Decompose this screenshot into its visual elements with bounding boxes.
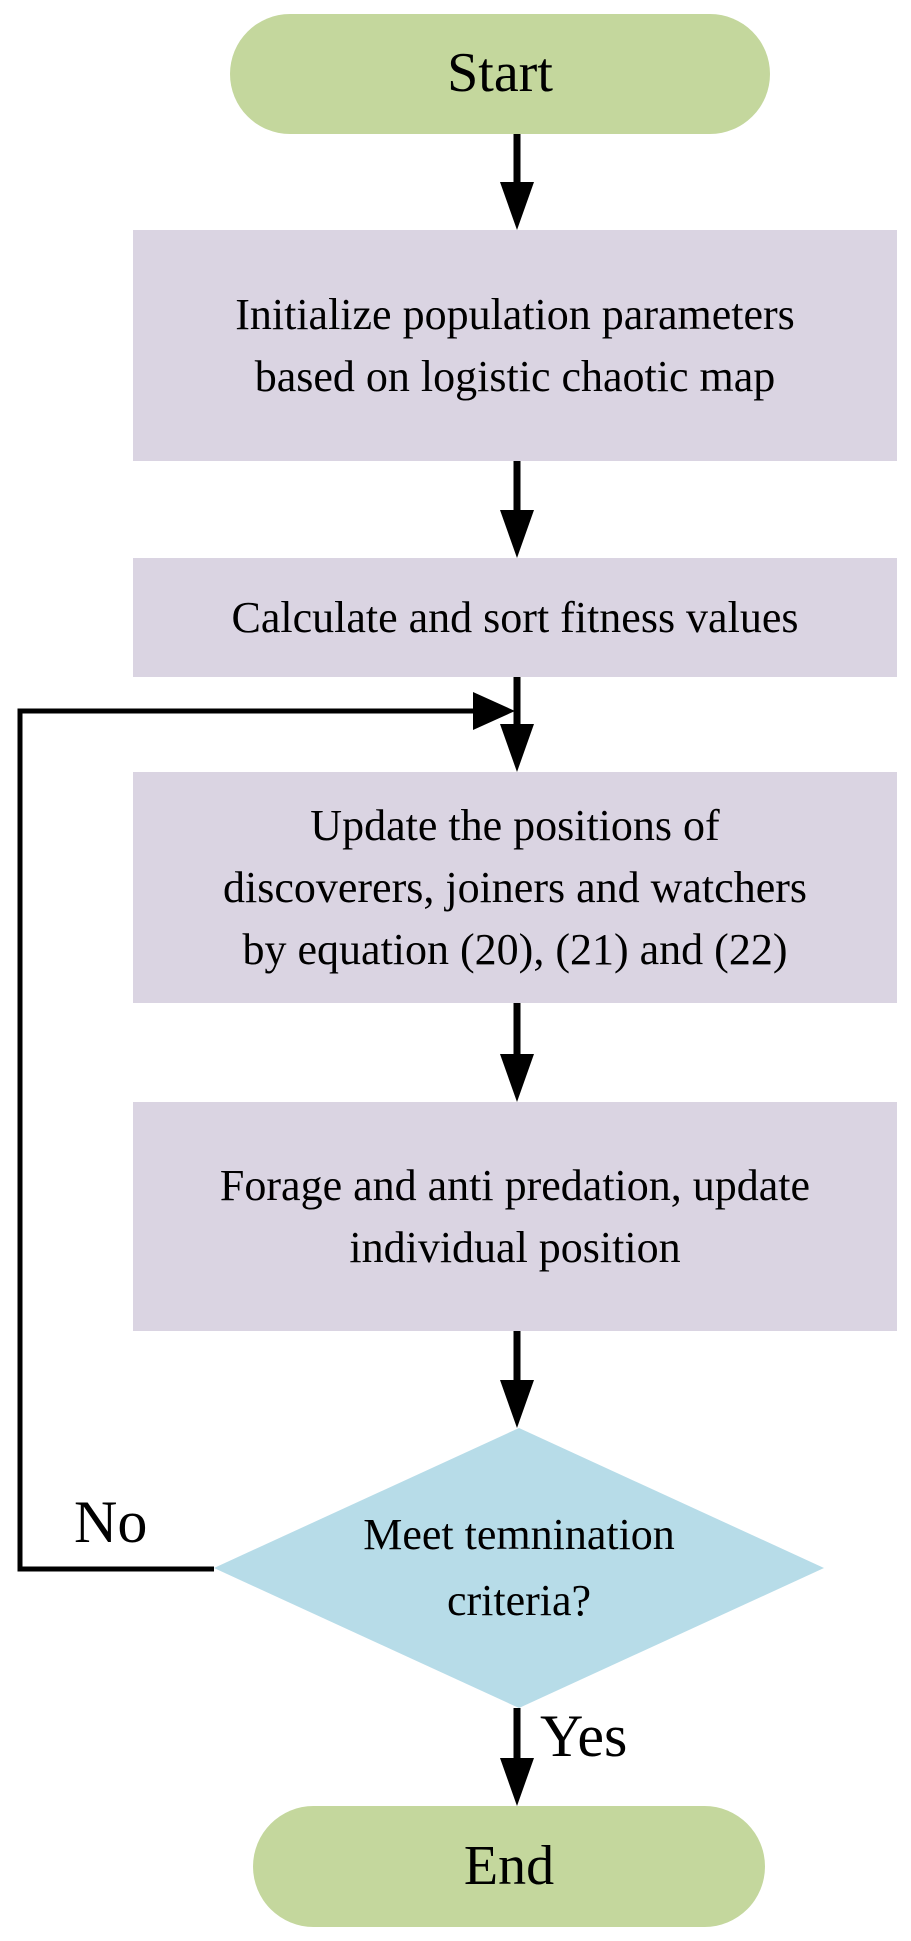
decision-diamond-shape: [214, 1428, 824, 1708]
edge-label-yes: Yes: [540, 1703, 628, 1769]
process-node-fitness: Calculate and sort fitness values: [133, 558, 897, 677]
end-node: End: [253, 1806, 765, 1927]
arrowhead-loop-merge: [473, 692, 515, 730]
arrowhead-fitness-to-update: [500, 724, 534, 772]
loop-no-line: [17, 708, 476, 1572]
arrowhead-decision-to-end: [500, 1758, 534, 1806]
edge-label-no: No: [74, 1489, 148, 1555]
arrowhead-start-to-initialize: [500, 182, 534, 230]
process-node-update: Update the positions of discoverers, joi…: [133, 772, 897, 1003]
start-node: Start: [230, 14, 770, 134]
arrowhead-forage-to-decision: [500, 1380, 534, 1428]
process-node-forage: Forage and anti predation, update indivi…: [133, 1102, 897, 1331]
arrowhead-update-to-forage: [500, 1054, 534, 1102]
decision-node-label: Meet temnination criteria?: [363, 1510, 675, 1625]
arrowhead-initialize-to-fitness: [500, 510, 534, 558]
process-node-initialize: Initialize population parameters based o…: [133, 230, 897, 461]
